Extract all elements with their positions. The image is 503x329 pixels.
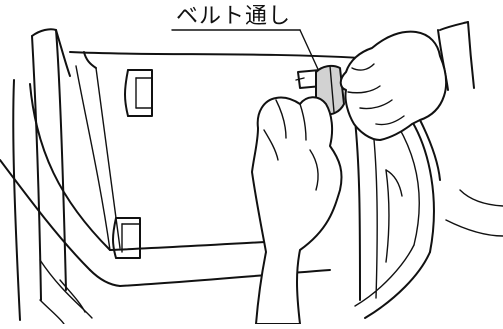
backrest-right bbox=[354, 21, 503, 319]
left-hand bbox=[251, 96, 343, 325]
seat-cover bbox=[0, 51, 361, 325]
belt-loop-callout-label: ベルト通し bbox=[176, 4, 292, 29]
backrest-left bbox=[12, 28, 71, 321]
velcro-tab-upper bbox=[124, 69, 153, 117]
right-hand bbox=[339, 30, 448, 141]
velcro-tab-lower bbox=[112, 217, 141, 259]
